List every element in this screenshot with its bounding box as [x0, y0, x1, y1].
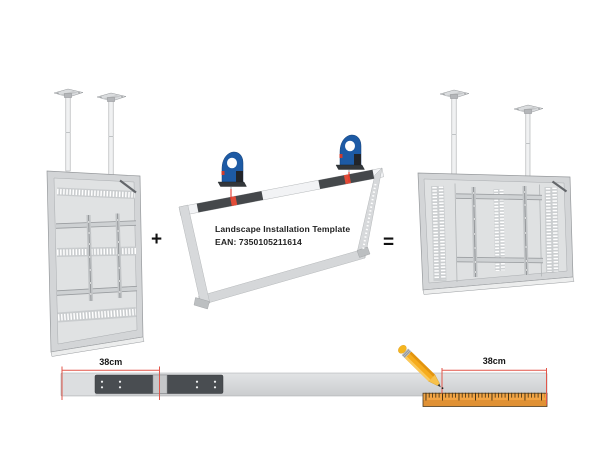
pencil-icon — [398, 345, 441, 388]
bar-end-cap — [61, 373, 96, 396]
dimension-label-right: 38cm — [482, 355, 506, 366]
ruler-icon — [422, 392, 548, 407]
landscape-display-assembly — [417, 89, 575, 295]
ceiling-mount-icon — [513, 104, 544, 115]
ceiling-pole — [65, 93, 114, 177]
bracket-holes — [100, 380, 217, 389]
vesa-bracket — [55, 213, 138, 302]
measurement-diagram — [60, 345, 548, 407]
ceiling-mount-icon — [439, 89, 470, 100]
equals-sign: = — [383, 232, 395, 253]
ceiling-pole — [451, 94, 531, 179]
vesa-holes — [87, 218, 122, 296]
plus-sign: + — [151, 229, 163, 250]
portrait-enclosure — [46, 170, 145, 357]
dimension-label-left: 38cm — [99, 356, 123, 367]
jigsaw-icon — [217, 151, 248, 200]
ceiling-mount-icon — [96, 92, 127, 103]
vesa-bracket — [455, 185, 544, 278]
portrait-display-assembly — [46, 88, 145, 357]
pencil-mark-dot — [441, 387, 444, 390]
corner-brace — [551, 180, 568, 193]
installation-template-frame — [178, 167, 384, 310]
cut-marker — [230, 196, 238, 206]
ceiling-mount-icon — [53, 88, 84, 99]
corner-brace — [119, 179, 137, 194]
template-ean: EAN: 7350105211614 — [215, 236, 302, 247]
vesa-holes — [472, 190, 528, 274]
template-dark-strip — [196, 191, 264, 213]
dimension-line-right — [441, 368, 547, 405]
template-title: Landscape Installation Template — [215, 223, 351, 234]
frame-foot — [193, 297, 210, 310]
vent-slots — [56, 187, 137, 323]
dimension-line-left — [61, 366, 160, 400]
